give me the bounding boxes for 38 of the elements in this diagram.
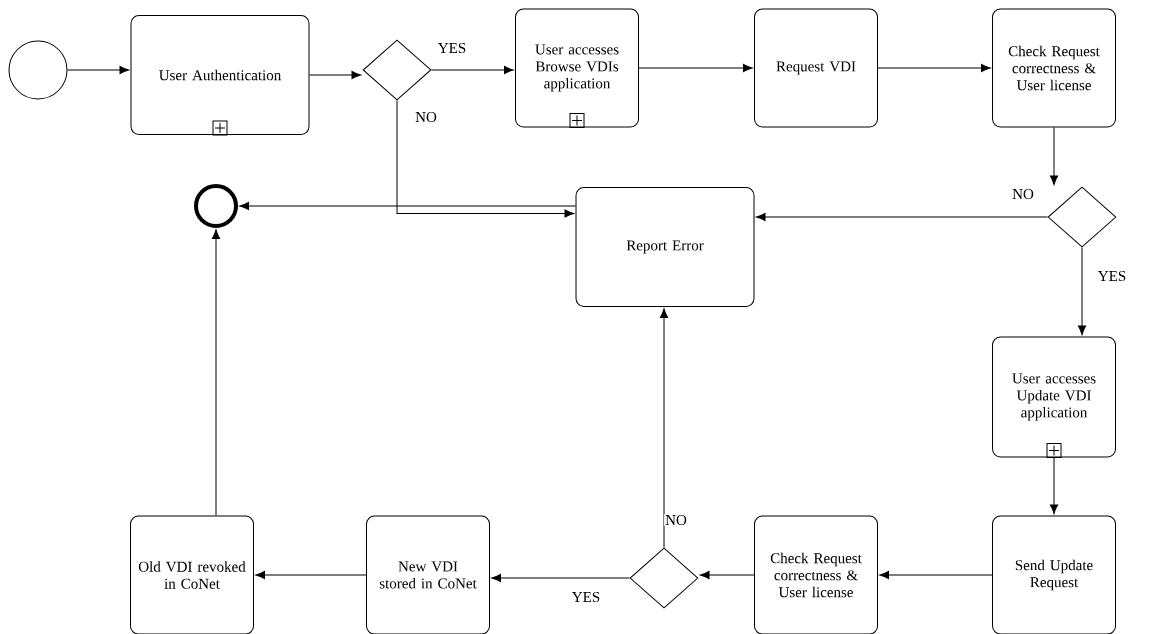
arrow — [396, 100, 575, 218]
edge-label: NO — [1011, 187, 1035, 201]
task-box: New VDI stored in CoNet — [366, 515, 490, 634]
arrow — [309, 70, 362, 80]
task-box: User Authentication — [130, 15, 310, 135]
gateway-diamond — [629, 547, 699, 609]
task-box: Check Request correctness & User license — [754, 515, 878, 634]
edge-label: YES — [570, 590, 602, 604]
arrow — [239, 201, 576, 211]
task-box: Old VDI revoked in CoNet — [130, 515, 254, 634]
arrow — [255, 570, 367, 580]
edge-label: YES — [1096, 269, 1128, 283]
task-box: Check Request correctness & User license — [992, 8, 1116, 128]
start-event-circle — [8, 40, 68, 100]
arrow — [638, 63, 753, 73]
edge-label: NO — [664, 513, 688, 527]
arrow — [67, 65, 130, 75]
arrow — [211, 229, 221, 516]
arrow — [659, 308, 669, 548]
end-event-circle — [194, 184, 238, 228]
edge-label: NO — [414, 110, 438, 124]
arrow — [877, 63, 991, 73]
task-box: Request VDI — [754, 8, 878, 128]
arrow — [1049, 457, 1059, 515]
arrow — [879, 570, 993, 580]
arrow — [699, 570, 755, 580]
arrow — [1077, 247, 1087, 336]
arrow — [431, 65, 514, 75]
task-box: User accesses Browse VDIs application — [515, 8, 639, 128]
edge-label: YES — [436, 41, 468, 55]
task-box: Send Update Request — [992, 515, 1116, 634]
gateway-diamond — [1047, 186, 1117, 248]
task-box: User accesses Update VDI application — [992, 336, 1116, 458]
task-box: Report Error — [575, 187, 755, 307]
arrow — [755, 212, 1048, 222]
gateway-diamond — [362, 39, 432, 101]
arrow — [491, 573, 630, 583]
arrow — [1049, 127, 1059, 186]
